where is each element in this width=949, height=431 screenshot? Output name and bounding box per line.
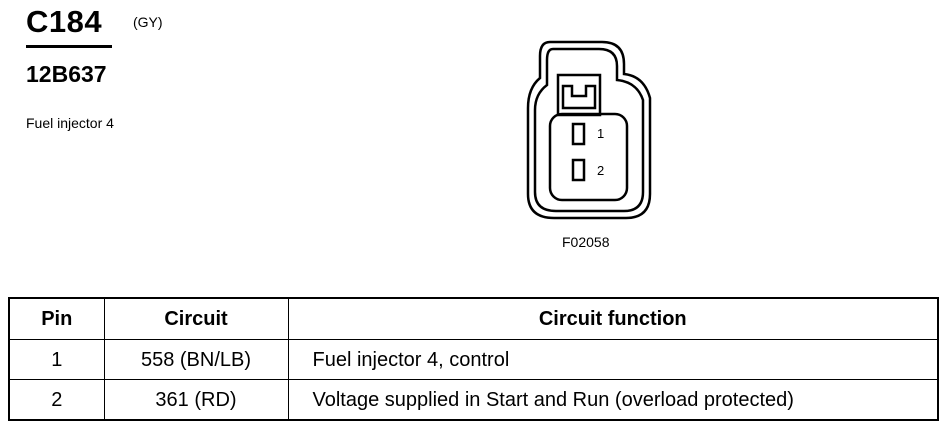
figure-id: F02058: [562, 234, 610, 250]
connector-inner-shell: [533, 47, 645, 213]
cell-circuit-function: Fuel injector 4, control: [287, 339, 939, 380]
pin-2-label: 2: [597, 163, 604, 178]
pin-1-terminal: [571, 122, 586, 146]
connector-cavity-frame: [548, 112, 629, 202]
cell-pin: 1: [8, 339, 105, 380]
header-circuit-function: Circuit function: [287, 297, 939, 340]
connector-description: Fuel injector 4: [26, 115, 114, 131]
connector-outer-shell: [526, 40, 652, 220]
table-row: 1 558 (BN/LB) Fuel injector 4, control: [8, 339, 939, 380]
pin-1-label: 1: [597, 126, 604, 141]
cell-circuit: 558 (BN/LB): [103, 339, 289, 380]
connector-color-code: (GY): [133, 14, 163, 30]
table-header-row: Pin Circuit Circuit function: [8, 297, 939, 340]
connector-id: C184: [26, 4, 103, 39]
header-pin: Pin: [8, 297, 105, 340]
part-number: 12B637: [26, 61, 107, 87]
cell-pin: 2: [8, 379, 105, 421]
cell-circuit-function: Voltage supplied in Start and Run (overl…: [287, 379, 939, 421]
title-rule: [26, 45, 112, 48]
pin-2-terminal: [571, 158, 586, 182]
pin-table: Pin Circuit Circuit function 1 558 (BN/L…: [8, 297, 939, 421]
table-row: 2 361 (RD) Voltage supplied in Start and…: [8, 379, 939, 421]
connector-latch-notch: [561, 84, 597, 110]
cell-circuit: 361 (RD): [103, 379, 289, 421]
header-circuit: Circuit: [103, 297, 289, 340]
connector-face-diagram: 1 2: [526, 40, 652, 220]
